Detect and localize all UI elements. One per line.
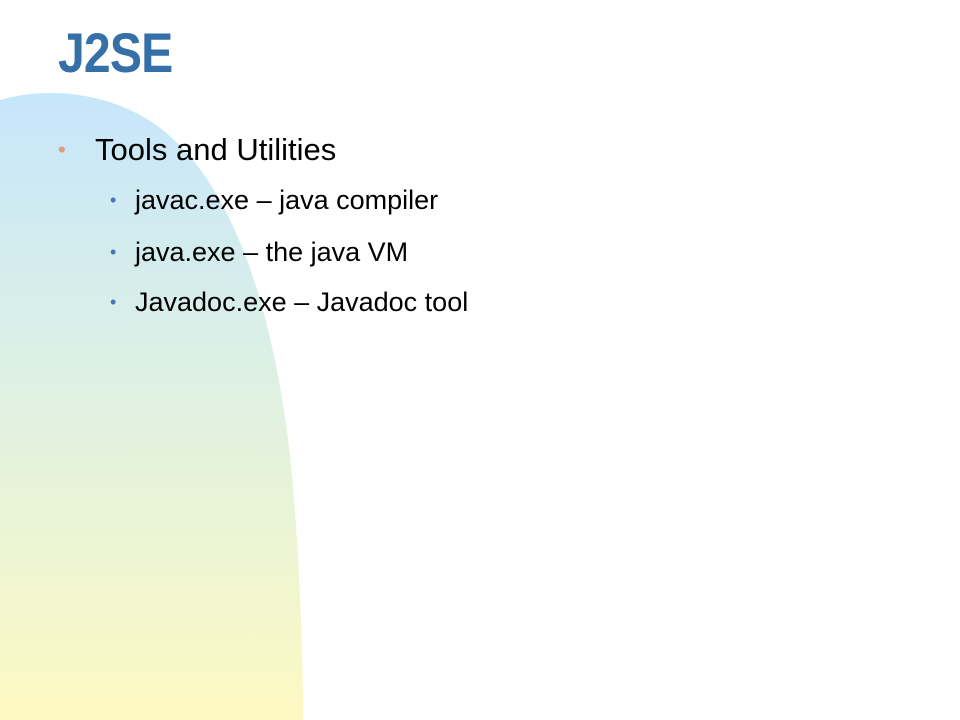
sub-bullet-text: java.exe – the java VM [135, 236, 409, 267]
sub-bullet-text: Javadoc.exe – Javadoc tool [135, 286, 469, 317]
sub-bullet-item: • Javadoc.exe – Javadoc tool [110, 282, 468, 322]
bullet-text: Tools and Utilities [95, 132, 337, 167]
bullet-icon: • [58, 137, 66, 162]
sub-bullet-item: • java.exe – the java VM [110, 232, 408, 272]
slide-title: J2SE [58, 21, 173, 84]
bullet-icon: • [110, 189, 117, 210]
bullet-icon: • [110, 291, 117, 312]
bullet-icon: • [110, 241, 117, 262]
sub-bullet-text: javac.exe – java compiler [135, 184, 439, 215]
sub-bullet-item: • javac.exe – java compiler [110, 180, 438, 220]
bullet-item-main: • Tools and Utilities [58, 128, 336, 172]
